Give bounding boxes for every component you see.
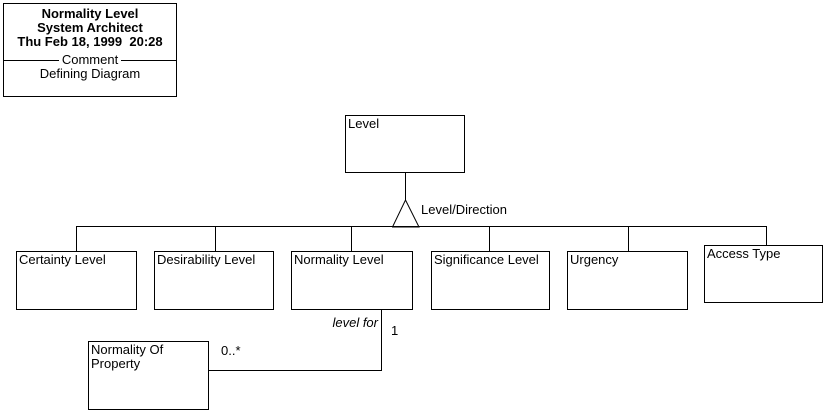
connector-drop-line bbox=[489, 227, 490, 251]
cardinality-one-label: 1 bbox=[391, 323, 399, 338]
subtype-box-urgency[interactable]: Urgency bbox=[567, 251, 688, 310]
diagram-info-box[interactable]: Normality Level System Architect Thu Feb… bbox=[3, 3, 177, 97]
subtype-box-access-type[interactable]: Access Type bbox=[704, 245, 823, 303]
subtype-box-desirability-level[interactable]: Desirability Level bbox=[154, 251, 274, 310]
subtype-box-label: Desirability Level bbox=[157, 252, 256, 267]
generalization-label: Level/Direction bbox=[421, 202, 507, 217]
subtype-box-label: Significance Level bbox=[434, 252, 539, 267]
association-line-horizontal bbox=[209, 370, 382, 371]
cardinality-many-label: 0..* bbox=[221, 343, 241, 358]
connector-drop-line bbox=[628, 227, 629, 251]
association-line-vertical bbox=[381, 310, 382, 371]
connector-drop-line bbox=[76, 227, 77, 251]
diagram-name: Normality Level bbox=[41, 6, 139, 21]
subtype-box-label: Certainty Level bbox=[19, 252, 106, 267]
entity-box-label: Normality Of Property bbox=[91, 342, 164, 371]
subtype-box-label: Urgency bbox=[570, 252, 619, 267]
divider-line-left bbox=[4, 59, 59, 61]
subtype-triangle-icon[interactable] bbox=[392, 199, 420, 228]
connector-bus-line bbox=[76, 226, 767, 227]
comment-divider: Comment bbox=[4, 52, 177, 67]
subtype-box-label: Normality Level bbox=[294, 252, 384, 267]
comment-label: Comment bbox=[61, 52, 119, 67]
diagram-timestamp: Thu Feb 18, 1999 20:28 bbox=[17, 34, 163, 49]
supertype-box-level[interactable]: Level bbox=[345, 115, 465, 173]
comment-text: Defining Diagram bbox=[39, 66, 141, 81]
association-name-label: level for bbox=[332, 315, 378, 330]
connector-drop-line bbox=[351, 227, 352, 251]
subtype-box-label: Access Type bbox=[707, 246, 781, 261]
subtype-box-certainty-level[interactable]: Certainty Level bbox=[16, 251, 137, 310]
generalization-stem-line bbox=[405, 173, 406, 200]
subtype-box-significance-level[interactable]: Significance Level bbox=[431, 251, 550, 310]
connector-drop-line bbox=[215, 227, 216, 251]
connector-drop-line bbox=[766, 227, 767, 245]
tool-name: System Architect bbox=[37, 20, 143, 35]
supertype-box-label: Level bbox=[348, 116, 380, 131]
divider-line-right bbox=[121, 59, 177, 61]
entity-box-normality-of-property[interactable]: Normality Of Property bbox=[88, 341, 209, 410]
subtype-box-normality-level[interactable]: Normality Level bbox=[291, 251, 413, 310]
